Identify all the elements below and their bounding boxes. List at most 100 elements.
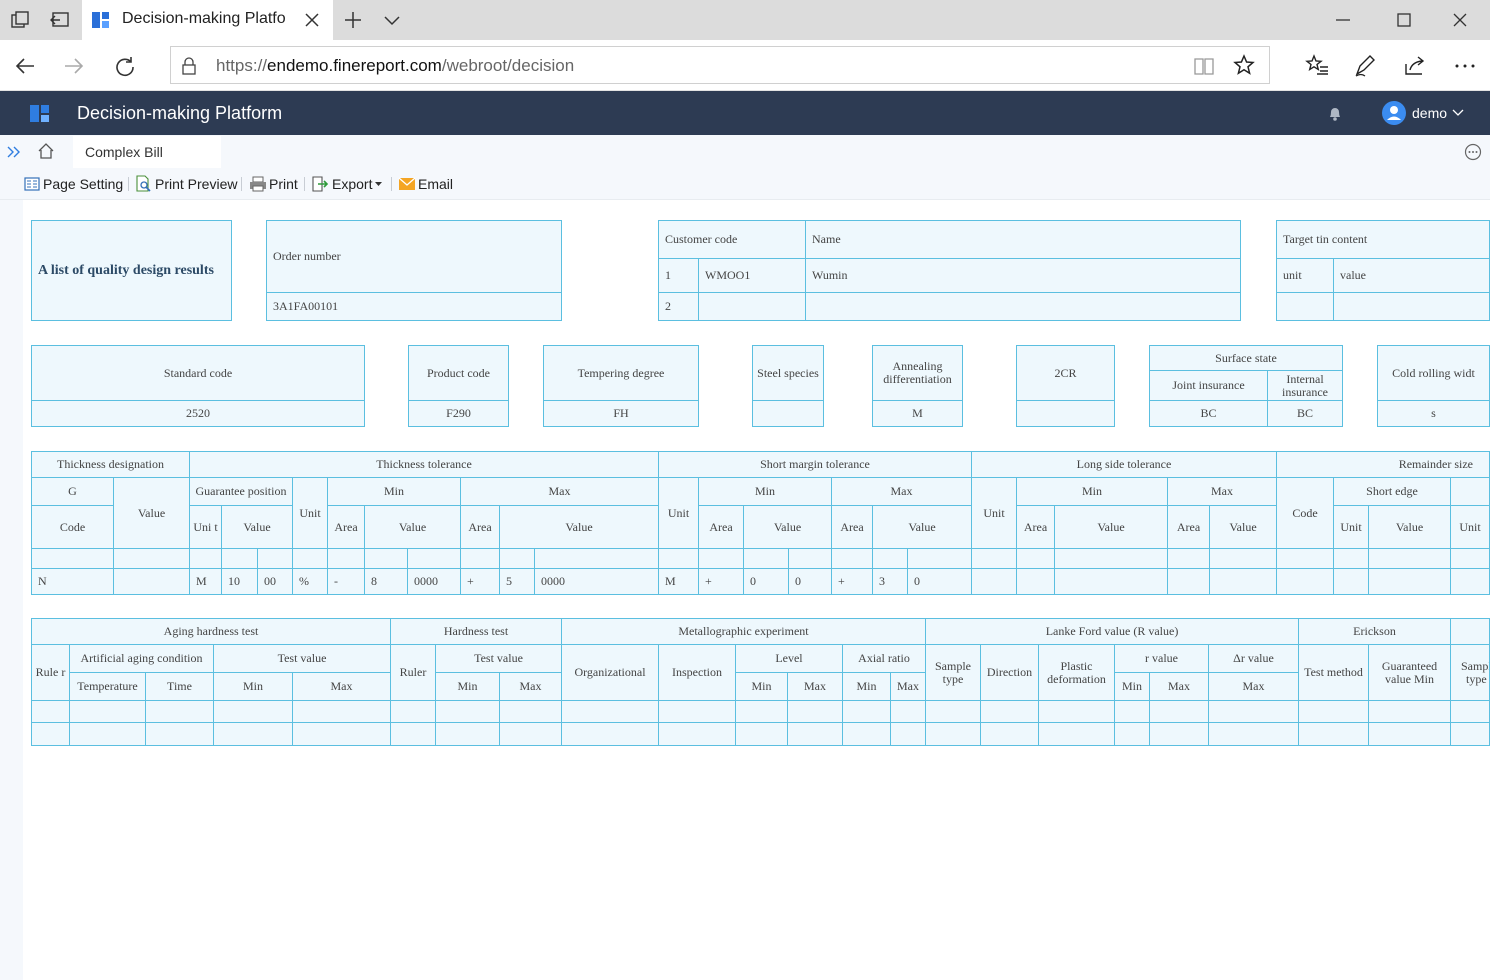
table-cell[interactable] [842, 700, 891, 723]
table-cell[interactable] [980, 700, 1039, 723]
table-cell[interactable]: 0 [788, 568, 832, 595]
table-cell[interactable] [1114, 722, 1150, 746]
table-cell[interactable]: 00 [257, 568, 293, 595]
table-cell[interactable] [1167, 568, 1210, 595]
table-cell[interactable] [735, 722, 788, 746]
table-cell[interactable] [787, 700, 843, 723]
steel-species-value[interactable] [752, 400, 824, 427]
table-cell[interactable] [1368, 568, 1451, 595]
table-cell[interactable]: 10 [221, 568, 258, 595]
table-cell[interactable]: 3 [872, 568, 908, 595]
target-unit-value[interactable] [1276, 292, 1334, 321]
share-icon[interactable] [1403, 54, 1427, 76]
table-cell[interactable] [257, 548, 293, 569]
table-cell[interactable]: M [658, 568, 699, 595]
table-cell[interactable] [787, 722, 843, 746]
bell-icon[interactable] [1327, 105, 1343, 122]
internal-insurance-value[interactable]: BC [1267, 400, 1343, 427]
table-cell[interactable] [213, 700, 293, 723]
forward-arrow-icon[interactable] [63, 55, 85, 77]
cold-rolling-value[interactable]: s [1377, 400, 1490, 427]
table-cell[interactable] [31, 700, 70, 723]
table-cell[interactable] [561, 700, 659, 723]
reading-view-icon[interactable] [1193, 55, 1215, 77]
table-cell[interactable] [1368, 548, 1451, 569]
table-cell[interactable] [1276, 548, 1334, 569]
favorite-star-icon[interactable] [1233, 54, 1255, 76]
table-cell[interactable] [499, 548, 535, 569]
target-value-value[interactable] [1333, 292, 1490, 321]
table-cell[interactable] [658, 722, 736, 746]
table-cell[interactable] [890, 700, 926, 723]
table-cell[interactable] [69, 700, 146, 723]
tab-list-chevron-icon[interactable] [382, 10, 402, 30]
joint-insurance-value[interactable]: BC [1149, 400, 1268, 427]
home-icon[interactable] [37, 142, 55, 160]
table-cell[interactable] [1208, 700, 1299, 723]
print-button[interactable]: Print [269, 176, 298, 192]
table-cell[interactable] [1114, 700, 1150, 723]
table-cell[interactable] [69, 722, 146, 746]
table-cell[interactable] [435, 700, 500, 723]
table-cell[interactable] [1333, 568, 1369, 595]
table-cell[interactable] [1016, 568, 1055, 595]
customer-code-value[interactable]: WMOO1 [698, 258, 806, 293]
table-cell[interactable] [31, 722, 70, 746]
table-cell[interactable] [145, 722, 214, 746]
url-text[interactable]: https://endemo.finereport.com/webroot/de… [216, 56, 574, 76]
table-cell[interactable] [971, 548, 1017, 569]
table-cell[interactable] [1298, 700, 1369, 723]
pen-notes-icon[interactable] [1353, 54, 1377, 78]
tempering-degree-value[interactable]: FH [543, 400, 699, 427]
table-cell[interactable] [31, 548, 114, 569]
table-cell[interactable] [145, 700, 214, 723]
url-field[interactable] [170, 46, 1270, 84]
more-options-icon[interactable] [1453, 55, 1477, 77]
table-cell[interactable] [499, 700, 562, 723]
table-cell[interactable] [1450, 568, 1490, 595]
standard-code-value[interactable]: 2520 [31, 400, 365, 427]
table-cell[interactable] [292, 548, 328, 569]
table-cell[interactable] [390, 700, 436, 723]
table-cell[interactable] [113, 548, 190, 569]
export-button[interactable]: Export [332, 176, 373, 192]
customer-name-value[interactable] [805, 292, 1241, 321]
table-cell[interactable] [1038, 700, 1115, 723]
product-code-value[interactable]: F290 [408, 400, 509, 427]
table-cell[interactable] [1209, 568, 1277, 595]
table-cell[interactable]: 5 [499, 568, 535, 595]
table-cell[interactable] [221, 548, 258, 569]
minimize-icon[interactable] [1333, 10, 1353, 30]
table-cell[interactable] [658, 548, 699, 569]
table-cell[interactable] [1054, 568, 1168, 595]
table-cell[interactable] [113, 568, 190, 595]
set-aside-tabs-icon[interactable] [50, 10, 70, 30]
table-cell[interactable] [435, 722, 500, 746]
table-cell[interactable] [1368, 700, 1451, 723]
table-cell[interactable]: N [31, 568, 114, 595]
table-cell[interactable] [1209, 548, 1277, 569]
close-window-icon[interactable] [1450, 10, 1470, 30]
table-cell[interactable] [831, 548, 873, 569]
tab-actions-icon[interactable] [10, 10, 30, 30]
table-cell[interactable] [1450, 722, 1490, 746]
table-cell[interactable] [1298, 722, 1369, 746]
table-cell[interactable]: 0000 [534, 568, 659, 595]
table-cell[interactable] [842, 722, 891, 746]
table-cell[interactable] [327, 548, 365, 569]
table-cell[interactable] [1016, 548, 1055, 569]
table-cell[interactable] [743, 548, 789, 569]
user-menu-chevron-icon[interactable] [1451, 107, 1465, 119]
table-cell[interactable] [1276, 568, 1334, 595]
table-cell[interactable] [658, 700, 736, 723]
table-cell[interactable] [890, 722, 926, 746]
table-cell[interactable]: 8 [364, 568, 408, 595]
table-cell[interactable] [1038, 722, 1115, 746]
table-cell[interactable] [1333, 548, 1369, 569]
customer-name-value[interactable]: Wumin [805, 258, 1241, 293]
email-button[interactable]: Email [418, 176, 454, 192]
expand-sidebar-icon[interactable] [6, 144, 22, 160]
table-cell[interactable] [1149, 700, 1209, 723]
table-cell[interactable] [1167, 548, 1210, 569]
tab-complex-bill[interactable] [73, 136, 221, 168]
